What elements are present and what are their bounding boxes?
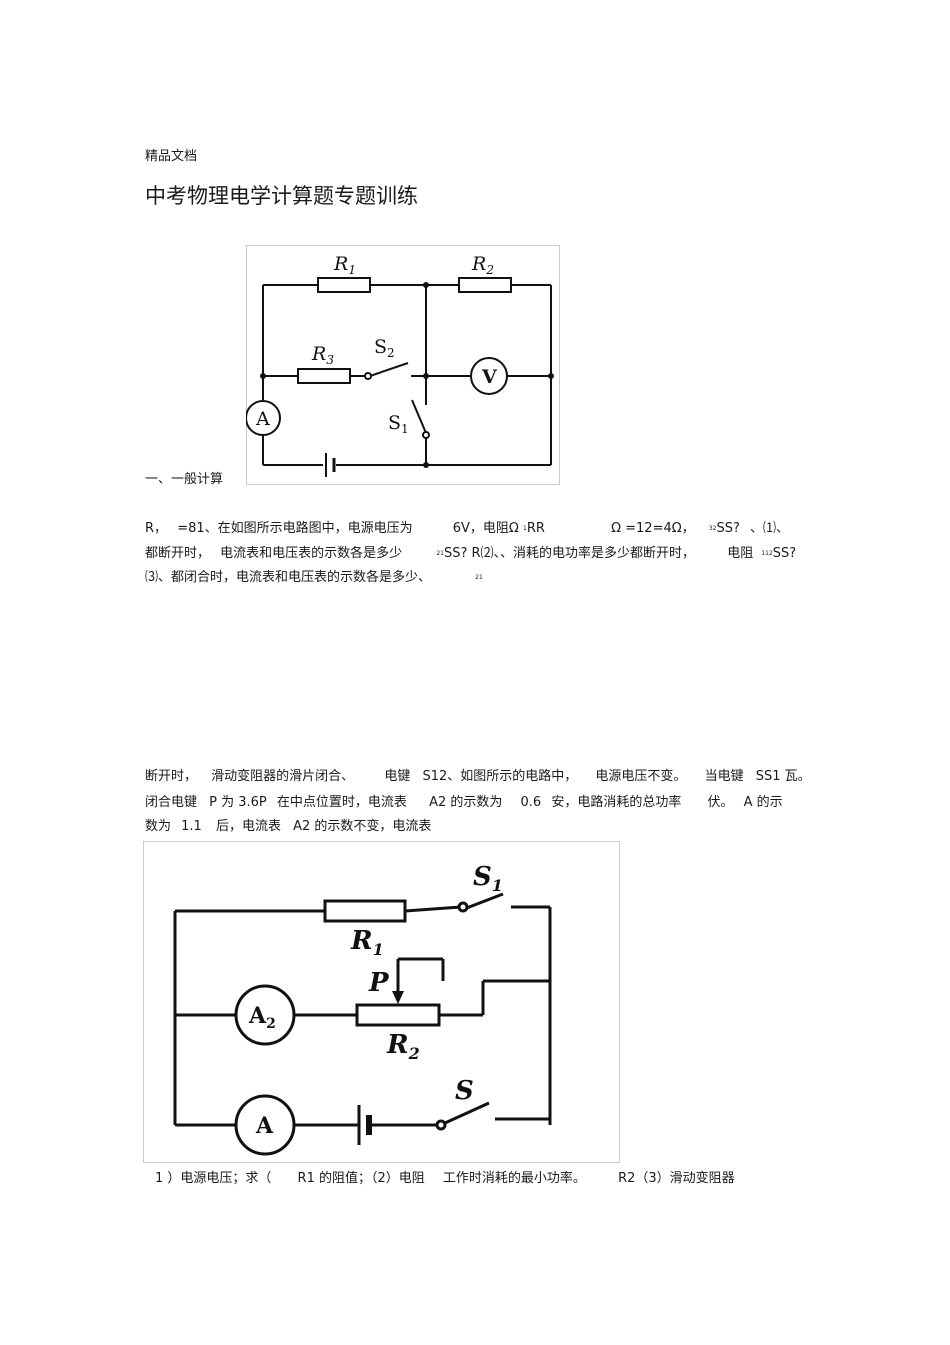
voltmeter (470, 357, 508, 395)
problem2-line3: 数为 1.1 后，电流表 A2 的示数不变，电流表 (145, 819, 432, 834)
circuit-diagram-1: R1 R2 R3 S2 S1 A V (246, 245, 560, 485)
label-r2: R (386, 1030, 409, 1060)
svg-text:R1: R1 (333, 253, 356, 277)
label-s1: S (473, 862, 492, 892)
label-s: S (455, 1076, 474, 1106)
svg-text:R2: R2 (471, 253, 494, 277)
slider-arrow (392, 991, 404, 1004)
circuit-diagram-2: S1 R1 P R2 S A2 A (143, 841, 620, 1163)
label-r1: R (350, 926, 373, 956)
label-s2: S (374, 336, 387, 358)
label-a: A (255, 1113, 274, 1139)
label-r2: R (471, 253, 486, 275)
problem1-line2: 都断开时， 电流表和电压表的示数各是多少 21SS? R⑵、、消耗的电功率是多少… (145, 546, 797, 561)
problem2-line2: 闭合电键 P 为 3.6P 在中点位置时，电流表 A2 的示数为 0.6 安，电… (145, 795, 783, 810)
problem1-line3: ⑶、都闭合时，电流表和电压表的示数各是多少、 21 (145, 570, 483, 585)
label-r1: R (333, 253, 348, 275)
svg-text:S2: S2 (374, 336, 395, 360)
label-s1: S (388, 412, 401, 434)
problem1-line1: R， =81、在如图所示电路图中，电源电压为 6V，电阻Ω 1RR Ω =12=… (145, 521, 790, 536)
questions-line: 1 ）电源电压；求（ R1 的阻值；（2）电阻 工作时消耗的最小功率。 R2（3… (155, 1171, 735, 1186)
svg-text:R3: R3 (311, 343, 334, 367)
svg-text:R1: R1 (350, 926, 384, 959)
resistor-r2 (458, 277, 512, 293)
svg-text:S1: S1 (388, 412, 409, 436)
svg-text:A2: A2 (248, 1003, 276, 1032)
label-ammeter: A (255, 408, 270, 430)
label-a2: A (248, 1003, 267, 1029)
ammeter-a (234, 1094, 296, 1156)
resistor-r1 (317, 277, 371, 293)
label-p: P (368, 968, 390, 998)
resistor-r1 (323, 899, 407, 923)
rheostat-r2 (355, 1003, 441, 1027)
ammeter (246, 400, 281, 436)
section-heading-1: 一、一般计算 (145, 472, 224, 487)
page-title: 中考物理电学计算题专题训练 (145, 184, 418, 208)
page-header: 精品文档 (145, 149, 198, 164)
resistor-r3 (297, 368, 351, 384)
ammeter-a2 (234, 984, 296, 1046)
problem2-line1: 断开时， 滑动变阻器的滑片闭合、 电键 S12、如图所示的电路中， 电源电压不变… (145, 769, 811, 784)
svg-text:S1: S1 (473, 862, 503, 895)
label-r3: R (311, 343, 326, 365)
label-voltmeter: V (481, 366, 498, 388)
svg-text:R2: R2 (386, 1030, 420, 1063)
